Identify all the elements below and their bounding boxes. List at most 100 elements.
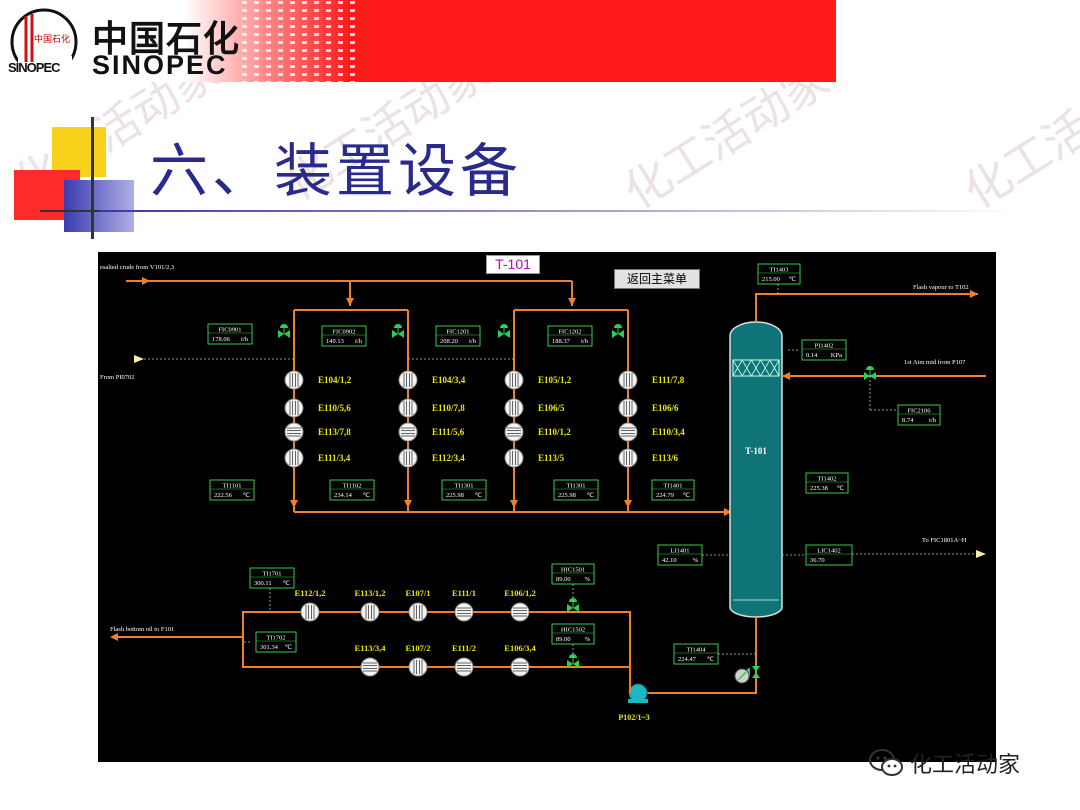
instrument-unit: t/h bbox=[241, 336, 249, 343]
exchanger-label: E110/5,6 bbox=[318, 403, 351, 413]
title-rule bbox=[100, 210, 1020, 212]
pipe-arrow bbox=[568, 298, 576, 306]
instrument-value: 89.00 bbox=[556, 636, 571, 643]
exchanger-label: E112/3,4 bbox=[432, 453, 465, 463]
instrument-value: 0.14 bbox=[806, 352, 818, 359]
exchanger-label: E110/7,8 bbox=[432, 403, 465, 413]
distillation-column bbox=[729, 321, 783, 618]
pump-label: P102/1~3 bbox=[618, 713, 649, 722]
instrument-value: 300.11 bbox=[254, 580, 272, 587]
instrument-unit: t/h bbox=[469, 338, 477, 345]
exchanger-label: E110/1,2 bbox=[538, 427, 571, 437]
pipe-line bbox=[755, 293, 978, 322]
stream-label-to-fic: To FIC1801A~H bbox=[922, 537, 967, 544]
exchanger-label: E106/3,4 bbox=[504, 643, 536, 653]
control-valve bbox=[567, 654, 579, 668]
wechat-badge: 化工活动家 bbox=[868, 746, 1020, 780]
heat-exchanger bbox=[454, 657, 474, 677]
instrument-tag: FIC2106 bbox=[907, 408, 931, 415]
control-valve bbox=[392, 324, 404, 338]
instrument-tag: TI1301 bbox=[566, 483, 585, 490]
instrument-frame bbox=[805, 544, 853, 566]
exchanger-shell bbox=[284, 398, 304, 418]
instrument-frame bbox=[329, 479, 375, 501]
heat-exchanger bbox=[504, 370, 524, 390]
heat-exchanger bbox=[398, 422, 418, 442]
instrument-unit: ℃ bbox=[283, 580, 291, 587]
main-menu-button[interactable]: 返回主菜单 bbox=[614, 269, 700, 289]
instrument-value: 234.14 bbox=[334, 492, 353, 499]
instrument-tag: TI1401 bbox=[663, 483, 682, 490]
heat-exchanger bbox=[504, 398, 524, 418]
valve-body bbox=[752, 666, 760, 672]
instrument-tag: HIC1502 bbox=[561, 627, 585, 634]
valve-body bbox=[284, 330, 290, 338]
control-valve bbox=[612, 324, 624, 338]
sinopec-logo: 中国石化 SINOPEC bbox=[6, 4, 86, 78]
instrument-value: 222.56 bbox=[214, 492, 233, 499]
exchanger-label: E105/1,2 bbox=[538, 375, 572, 385]
column-packing-line bbox=[732, 359, 743, 377]
instrument-value: 8.74 bbox=[902, 417, 914, 424]
valve-actuator bbox=[394, 324, 402, 328]
instrument-unit: t/h bbox=[355, 338, 363, 345]
exchanger-shell bbox=[284, 448, 304, 468]
exchanger-label: E113/5 bbox=[538, 453, 565, 463]
valve-body bbox=[567, 604, 573, 612]
exchanger-label: E107/1 bbox=[405, 588, 430, 598]
valve-body bbox=[573, 604, 579, 612]
exchanger-label: E112/1,2 bbox=[295, 588, 326, 598]
process-flow-svg: esalted crude from V101/2,3FIC0901178.06… bbox=[100, 263, 986, 722]
header-band bbox=[0, 0, 836, 82]
instrument-frame bbox=[547, 325, 593, 347]
logo-chinese-name: 中国石化 bbox=[92, 19, 241, 60]
heat-exchanger bbox=[360, 602, 380, 622]
instrument-tag: TI1701 bbox=[262, 571, 281, 578]
deco-line-vertical bbox=[91, 117, 94, 239]
exchanger-shell bbox=[284, 422, 304, 442]
instrument-frame bbox=[805, 472, 849, 494]
instrument-unit: t/h bbox=[581, 338, 589, 345]
exchanger-shell bbox=[504, 448, 524, 468]
instrument-tag: LI1401 bbox=[670, 548, 689, 555]
pipe-arrow bbox=[142, 277, 150, 285]
stream-label-atm-mid: 1st Atm mid from P107 bbox=[904, 359, 966, 366]
exchanger-shell bbox=[360, 657, 380, 677]
deco-line-horizontal bbox=[40, 210, 134, 212]
stream-label-crude: esalted crude from V101/2,3 bbox=[100, 264, 174, 271]
instrument-value: 225.38 bbox=[810, 485, 828, 492]
instrument-frame bbox=[553, 479, 599, 501]
exchanger-label: E111/5,6 bbox=[432, 427, 465, 437]
exchanger-label: E104/1,2 bbox=[318, 375, 352, 385]
instrument-value: 149.13 bbox=[326, 338, 344, 345]
exchanger-shell bbox=[408, 602, 428, 622]
valve-body bbox=[498, 330, 504, 338]
pipe-line bbox=[642, 617, 757, 694]
valve-body bbox=[392, 330, 398, 338]
exchanger-shell bbox=[504, 398, 524, 418]
heat-exchanger bbox=[510, 657, 530, 677]
control-valve bbox=[278, 324, 290, 338]
valve-body bbox=[398, 330, 404, 338]
heat-exchanger bbox=[360, 657, 380, 677]
instrument-unit: ℃ bbox=[837, 485, 845, 492]
heat-exchanger bbox=[618, 422, 638, 442]
exchanger-shell bbox=[510, 657, 530, 677]
wechat-label: 化工活动家 bbox=[910, 753, 1021, 778]
exchanger-shell bbox=[618, 398, 638, 418]
exchanger-label: E104/3,4 bbox=[432, 375, 466, 385]
valve-body bbox=[612, 330, 618, 338]
stream-label-from-pi: From PI0702 bbox=[100, 374, 135, 381]
stream-arrow bbox=[134, 355, 144, 363]
instrument-frame bbox=[255, 631, 297, 653]
exchanger-shell bbox=[398, 370, 418, 390]
